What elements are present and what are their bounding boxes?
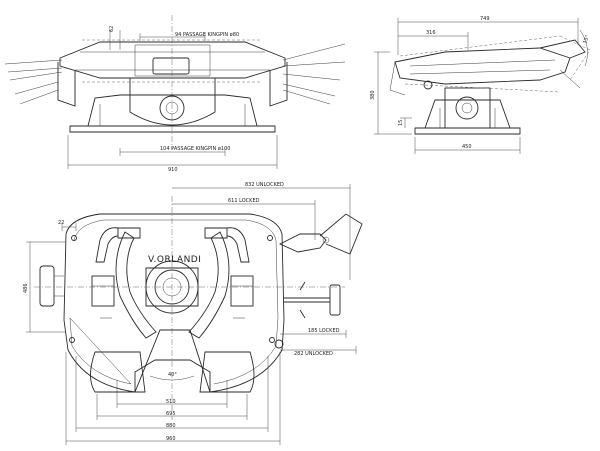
- side-dim-316-label: 316: [426, 30, 436, 36]
- plan-width-510-label: 510: [166, 399, 176, 405]
- plan-width-880-label: 880: [166, 423, 176, 429]
- plan-height-486-label: 486: [23, 283, 29, 293]
- passage-kingpin-100-label: 104 PASSAGE KINGPIN ø100: [160, 146, 230, 152]
- front-dim-62-label: 62: [109, 26, 115, 32]
- plan-view: V.ORLANDI 832 UNLOCKED 611 LOCKED 22 486…: [23, 182, 363, 445]
- front-overall-width-label: 910: [168, 167, 178, 173]
- plan-width-695-label: 695: [166, 411, 176, 417]
- front-view: 94 PASSAGE KINGPIN ø80 104 PASSAGE KINGP…: [4, 15, 346, 173]
- side-view: 749 316 380 15 450 15°: [370, 16, 591, 154]
- locked-611-label: 611 LOCKED: [228, 198, 260, 204]
- unlocked-832-label: 832 UNLOCKED: [245, 182, 284, 188]
- side-base-width-label: 450: [462, 144, 472, 150]
- plan-angle-40-label: 40°: [168, 372, 177, 378]
- side-overall-length-label: 749: [480, 16, 490, 22]
- locked-185-label: 185 LOCKED: [308, 328, 340, 334]
- plan-width-960-label: 960: [166, 436, 176, 442]
- unlocked-282-label: 282 UNLOCKED: [294, 351, 333, 357]
- plan-dim-22-label: 22: [58, 220, 64, 226]
- passage-kingpin-80-label: 94 PASSAGE KINGPIN ø80: [175, 32, 239, 38]
- brand-name: V.ORLANDI: [148, 255, 201, 265]
- side-tilt-angle-label: 15°: [582, 34, 591, 45]
- side-height-label: 380: [370, 90, 376, 100]
- side-dim-15-label: 15: [398, 120, 404, 126]
